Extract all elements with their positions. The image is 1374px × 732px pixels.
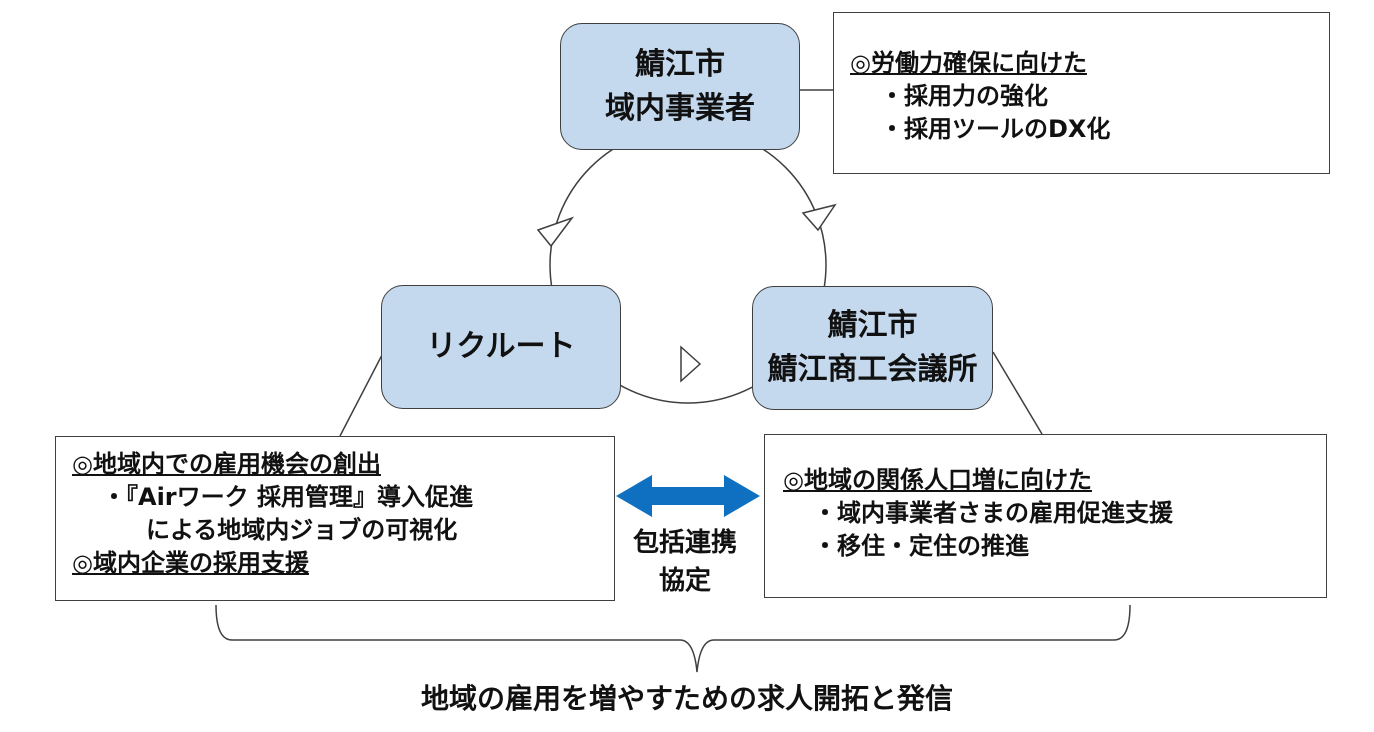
node-chamber-line2: 鯖江商工会議所 [767, 352, 978, 387]
node-sabae-businesses-line1: 鯖江市 [635, 46, 725, 82]
bottom-brace [215, 604, 1131, 673]
node-recruit: リクルート [381, 285, 621, 409]
box-employment-creation: ◎地域内での雇用機会の創出 ・『Airワーク 採用管理』導入促進 による地域内ジ… [55, 436, 615, 601]
cycle-arrowhead-left [536, 216, 575, 248]
box-labor-security-item-1: ・採用力の強化 [880, 82, 1048, 110]
box-related-population-heading: ◎地域の関係人口増に向けた [783, 466, 1092, 494]
box-labor-security-heading: ◎労働力確保に向けた [850, 49, 1087, 77]
cycle-arrowhead-bottom [680, 345, 702, 383]
box-employment-item-1: ・『Airワーク 採用管理』導入促進 [102, 483, 473, 511]
box-related-population: ◎地域の関係人口増に向けた ・域内事業者さまの雇用促進支援 ・移住・定住の推進 [764, 434, 1327, 598]
node-chamber-line1: 鯖江市 [827, 308, 918, 343]
leader-right [992, 351, 1043, 435]
box-labor-security-item-2: ・採用ツールのDX化 [880, 115, 1111, 143]
box-employment-item-1-cont: による地域内ジョブの可視化 [146, 516, 458, 544]
box-related-population-item-2: ・移住・定住の推進 [813, 532, 1029, 560]
node-recruit-label: リクルート [426, 329, 576, 364]
node-sabae-businesses: 鯖江市 域内事業者 [560, 23, 800, 150]
node-chamber: 鯖江市 鯖江商工会議所 [752, 286, 993, 410]
node-sabae-businesses-line2: 域内事業者 [605, 90, 755, 126]
agreement-double-arrow [616, 475, 760, 517]
bottom-caption: 地域の雇用を増やすための求人開拓と発信 [420, 682, 953, 715]
leader-left [339, 354, 383, 437]
box-employment-heading-1: ◎地域内での雇用機会の創出 [72, 450, 381, 478]
agreement-label-line1: 包括連携 [632, 528, 737, 558]
cycle-arrowhead-right [801, 203, 837, 232]
box-employment-heading-2: ◎域内企業の採用支援 [72, 549, 309, 577]
box-labor-security: ◎労働力確保に向けた ・採用力の強化 ・採用ツールのDX化 [833, 12, 1330, 174]
box-related-population-item-1: ・域内事業者さまの雇用促進支援 [813, 499, 1173, 527]
agreement-label-line2: 協定 [658, 566, 711, 596]
agreement-label: 包括連携 協定 [600, 524, 770, 600]
